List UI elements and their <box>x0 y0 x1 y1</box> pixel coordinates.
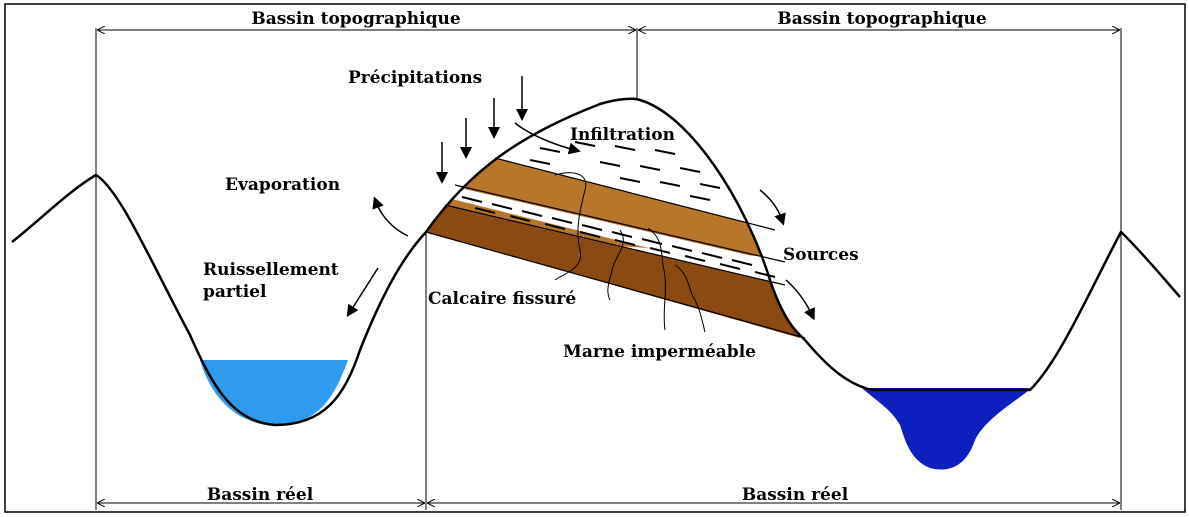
evaporation-arrow <box>372 196 409 237</box>
label-sources: Sources <box>783 245 859 265</box>
fissure-dashes <box>461 196 776 278</box>
source-arrow-upper <box>759 189 786 226</box>
right-lake <box>862 388 1032 470</box>
label-calcaire: Calcaire fissuré <box>428 289 576 309</box>
label-bottom-right-basin: Bassin réel <box>742 485 849 505</box>
label-ruissellement-line1: Ruissellement <box>203 260 339 280</box>
infiltration-arrow <box>514 122 581 155</box>
label-precipitations: Précipitations <box>348 68 482 88</box>
left-lake <box>200 360 348 425</box>
terrain-profile <box>11 97 1181 427</box>
precipitation-arrows <box>436 76 528 184</box>
source-arrow-lower <box>785 279 815 321</box>
label-top-right-basin: Bassin topographique <box>777 9 986 29</box>
runoff-arrow <box>346 267 379 318</box>
fissure-lines <box>554 172 706 333</box>
marne-layer <box>426 205 800 338</box>
label-infiltration: Infiltration <box>570 125 675 145</box>
frame <box>4 3 1186 513</box>
label-bottom-left-basin: Bassin réel <box>207 485 314 505</box>
label-ruissellement-line2: partiel <box>203 282 267 302</box>
label-top-left-basin: Bassin topographique <box>251 9 460 29</box>
label-marne: Marne imperméable <box>563 342 756 362</box>
label-evaporation: Evaporation <box>225 175 340 195</box>
infiltration-dashes <box>529 141 721 201</box>
